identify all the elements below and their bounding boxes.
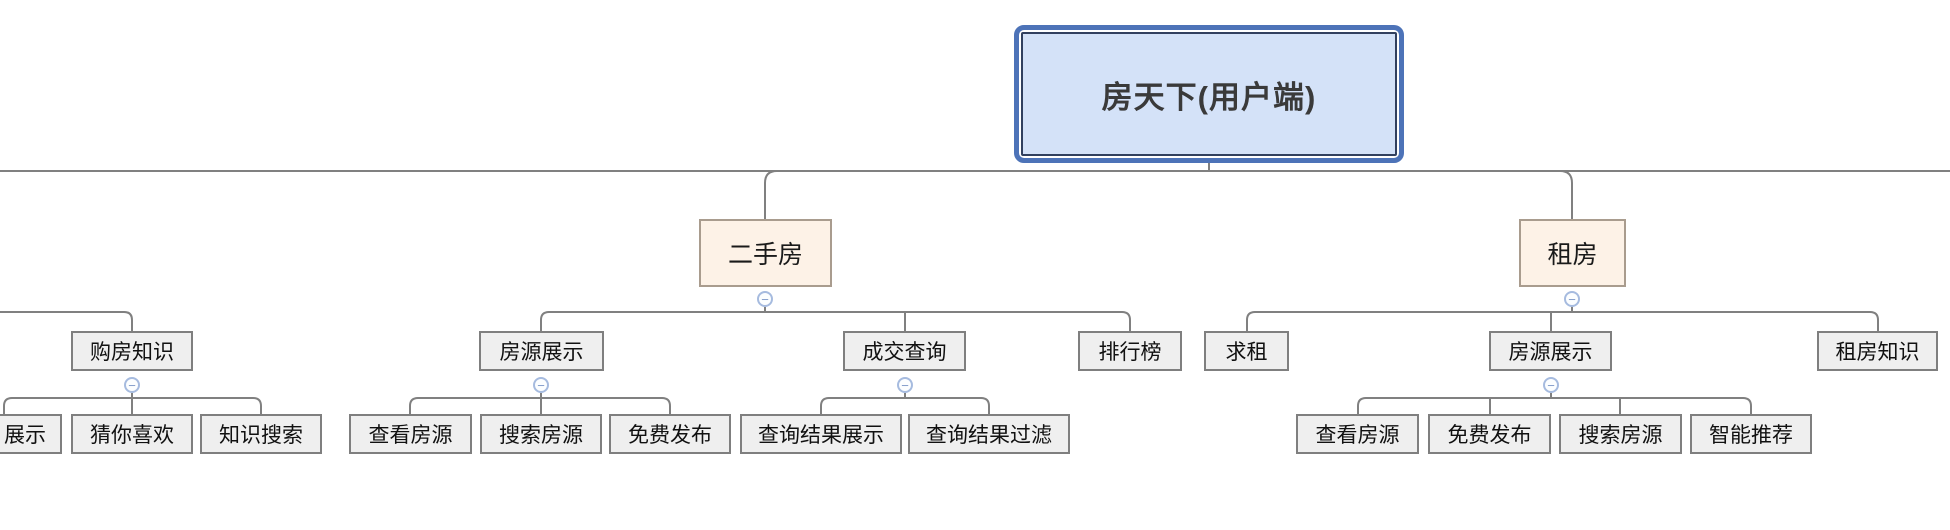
minus-icon: − xyxy=(761,291,769,307)
collapse-button-purchase-knowledge[interactable]: − xyxy=(124,377,140,393)
node-knowledge-search[interactable]: 知识搜索 xyxy=(200,414,322,454)
node-ranking[interactable]: 排行榜 xyxy=(1078,331,1182,371)
node-root-label: 房天下(用户端) xyxy=(1021,32,1397,156)
collapse-button-rental[interactable]: − xyxy=(1564,291,1580,307)
node-rental-knowledge[interactable]: 租房知识 xyxy=(1817,331,1938,371)
collapse-button-listing-display-rental[interactable]: − xyxy=(1543,377,1559,393)
node-view-listings-rental[interactable]: 查看房源 xyxy=(1296,414,1419,454)
node-guess-you-like[interactable]: 猜你喜欢 xyxy=(71,414,193,454)
node-second-hand[interactable]: 二手房 xyxy=(699,219,832,287)
node-query-result-filter[interactable]: 查询结果过滤 xyxy=(908,414,1070,454)
node-listing-display-second-hand[interactable]: 房源展示 xyxy=(479,331,604,371)
node-free-publish-rental[interactable]: 免费发布 xyxy=(1428,414,1551,454)
node-seek-rent[interactable]: 求租 xyxy=(1204,331,1289,371)
minus-icon: − xyxy=(901,377,909,393)
node-smart-recommend[interactable]: 智能推荐 xyxy=(1690,414,1812,454)
node-view-listings-second-hand[interactable]: 查看房源 xyxy=(349,414,472,454)
node-rental[interactable]: 租房 xyxy=(1519,219,1626,287)
node-free-publish-second-hand[interactable]: 免费发布 xyxy=(609,414,731,454)
minus-icon: − xyxy=(1547,377,1555,393)
collapse-button-transaction-query[interactable]: − xyxy=(897,377,913,393)
node-search-listings-rental[interactable]: 搜索房源 xyxy=(1559,414,1682,454)
node-search-listings-second-hand[interactable]: 搜索房源 xyxy=(480,414,602,454)
collapse-button-second-hand[interactable]: − xyxy=(757,291,773,307)
minus-icon: − xyxy=(128,377,136,393)
node-listing-display-rental[interactable]: 房源展示 xyxy=(1489,331,1612,371)
collapse-button-listing-display-second-hand[interactable]: − xyxy=(533,377,549,393)
minus-icon: − xyxy=(537,377,545,393)
node-purchase-knowledge[interactable]: 购房知识 xyxy=(71,331,193,371)
node-transaction-query[interactable]: 成交查询 xyxy=(843,331,966,371)
node-display-partial[interactable]: 展示 xyxy=(0,414,62,454)
node-query-result-display[interactable]: 查询结果展示 xyxy=(740,414,902,454)
minus-icon: − xyxy=(1568,291,1576,307)
node-root[interactable]: 房天下(用户端) xyxy=(1014,25,1404,163)
